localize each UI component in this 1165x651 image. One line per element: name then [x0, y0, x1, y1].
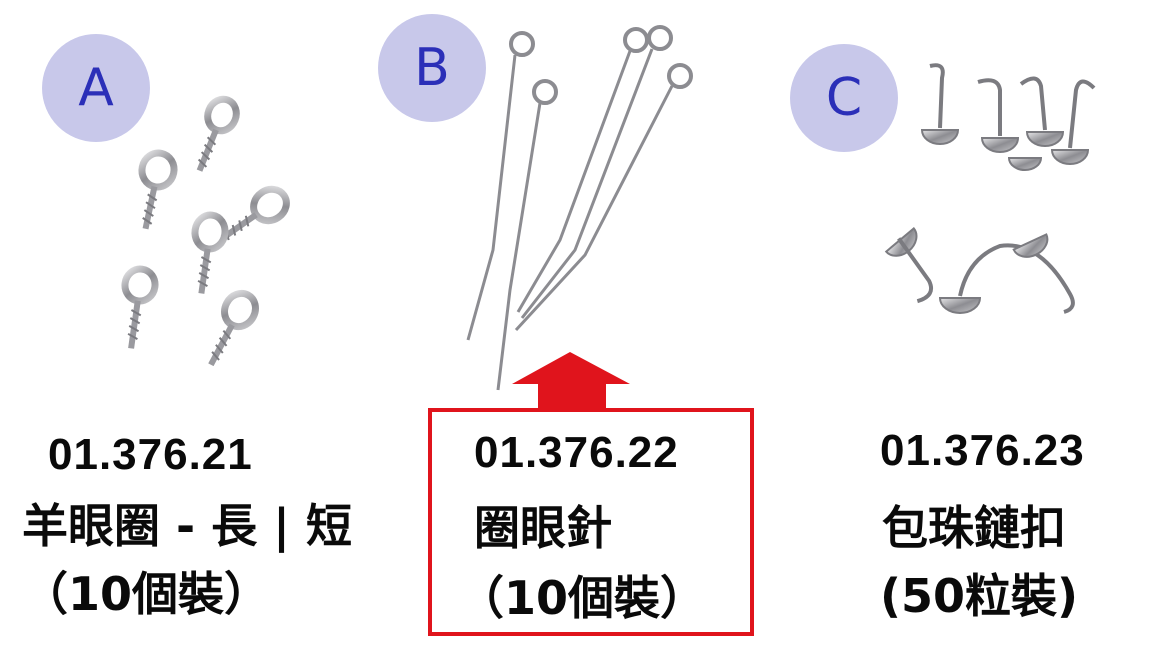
screw-eye-hooks-image: [121, 95, 290, 367]
product-c-badge: C: [790, 44, 898, 152]
product-c-quantity: (50粒裝): [880, 569, 1079, 623]
product-b-name: 圈眼針: [474, 501, 612, 555]
product-b-quantity: （10個裝）: [458, 571, 707, 625]
product-a-code: 01.376.21: [48, 430, 253, 479]
selected-product-frame: [428, 408, 754, 636]
product-b-badge: B: [378, 14, 486, 122]
product-a-quantity: （10個裝）: [22, 567, 271, 621]
product-a-badge: A: [42, 34, 150, 142]
product-c-code: 01.376.23: [880, 426, 1085, 475]
bead-tips-image: [884, 63, 1096, 314]
product-a-name: 羊眼圈 - 長 | 短: [22, 499, 352, 553]
arrow-up-icon: [512, 352, 630, 408]
product-b-code: 01.376.22: [474, 428, 679, 477]
eye-pins-image: [466, 25, 693, 391]
product-c-name: 包珠鏈扣: [882, 501, 1066, 555]
